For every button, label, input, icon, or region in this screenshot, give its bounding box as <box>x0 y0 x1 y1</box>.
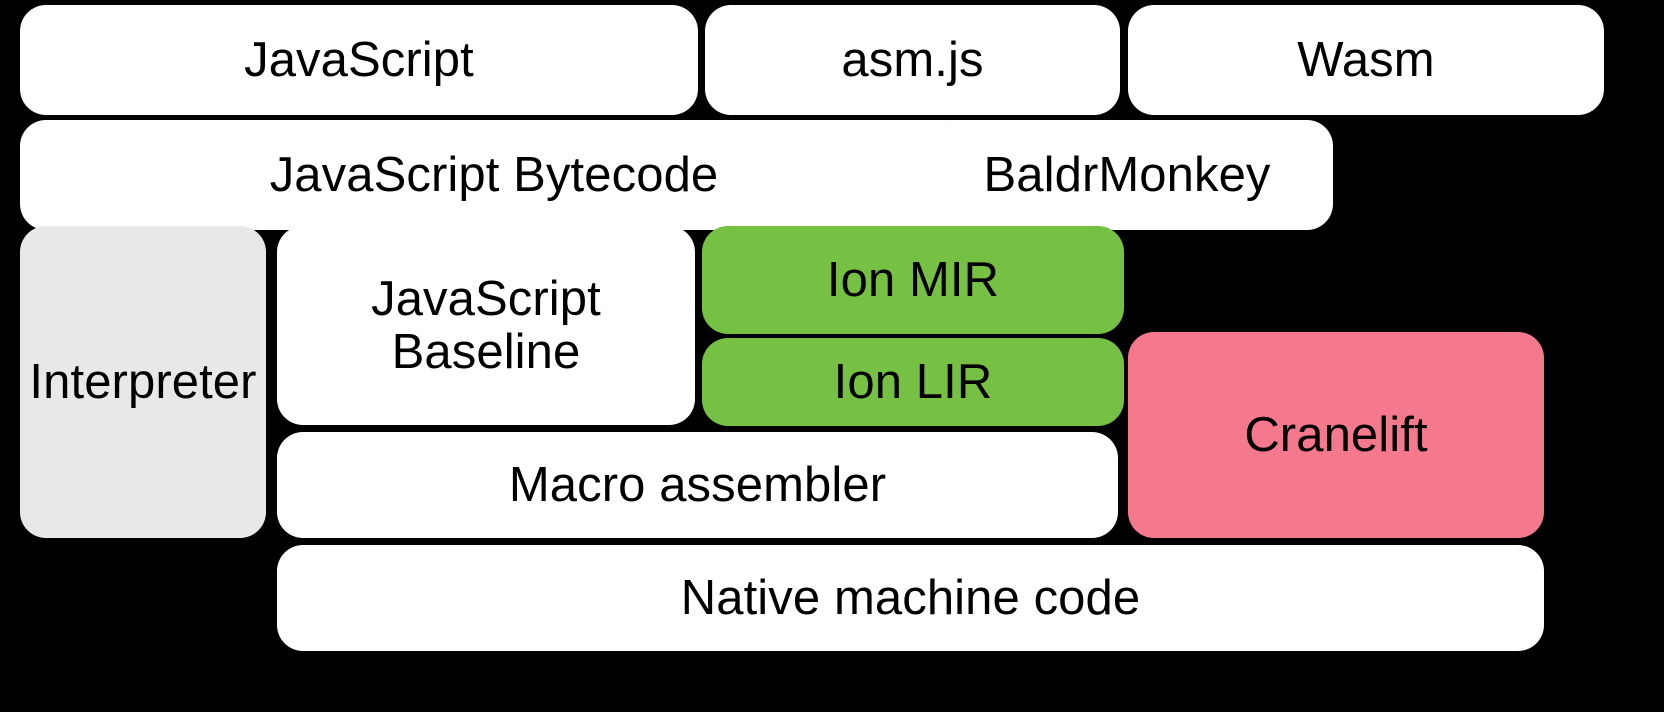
node-ion-mir[interactable]: Ion MIR <box>702 226 1124 334</box>
node-javascript-baseline[interactable]: JavaScript Baseline <box>277 226 695 425</box>
node-macro-assembler[interactable]: Macro assembler <box>277 432 1118 538</box>
node-native-machine-code[interactable]: Native machine code <box>277 545 1544 651</box>
node-javascript-bytecode-label: JavaScript Bytecode <box>269 147 719 202</box>
node-javascript[interactable]: JavaScript <box>20 5 698 115</box>
node-interpreter-label: Interpreter <box>29 354 257 409</box>
node-native-machine-code-label: Native machine code <box>680 570 1141 625</box>
node-javascript-label: JavaScript <box>244 32 474 87</box>
node-baldrmonkey[interactable]: BaldrMonkey <box>921 120 1333 230</box>
node-ion-lir[interactable]: Ion LIR <box>702 338 1124 426</box>
node-asmjs-label: asm.js <box>841 32 984 87</box>
node-wasm-label: Wasm <box>1297 32 1435 87</box>
node-baldrmonkey-label: BaldrMonkey <box>983 147 1271 202</box>
node-wasm[interactable]: Wasm <box>1128 5 1604 115</box>
node-asmjs[interactable]: asm.js <box>705 5 1120 115</box>
node-javascript-baseline-label: JavaScript Baseline <box>371 271 601 379</box>
node-interpreter[interactable]: Interpreter <box>20 226 266 538</box>
node-ion-lir-label: Ion LIR <box>833 354 993 409</box>
node-javascript-bytecode[interactable]: JavaScript Bytecode <box>20 120 968 230</box>
node-cranelift-label: Cranelift <box>1244 407 1428 462</box>
node-ion-mir-label: Ion MIR <box>826 252 1000 307</box>
node-macro-assembler-label: Macro assembler <box>508 457 887 512</box>
node-cranelift[interactable]: Cranelift <box>1128 332 1544 538</box>
